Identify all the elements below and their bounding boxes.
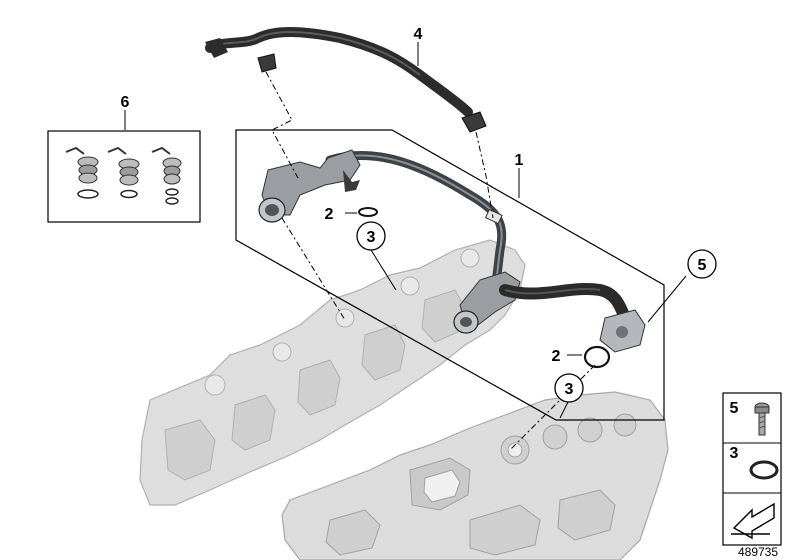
- callout-3-lower: 3: [565, 381, 574, 398]
- screw-icon: [754, 402, 770, 436]
- diagram-number: 489735: [738, 545, 778, 559]
- o-ring-gasket-large: [583, 345, 611, 369]
- callout-4: 4: [414, 26, 423, 43]
- clip-set-1: [65, 146, 99, 199]
- legend-label-5: 5: [730, 400, 739, 417]
- callout-2-upper: 2: [325, 206, 334, 223]
- leader-lines: [124, 42, 687, 451]
- clip-set-2: [107, 146, 140, 199]
- callout-1: 1: [515, 152, 524, 169]
- crankcase-vent-assembly: [258, 149, 646, 353]
- callout-3-upper: 3: [367, 229, 376, 246]
- assembly-frame-outline: [235, 129, 665, 421]
- legend-label-3: 3: [730, 445, 739, 462]
- repair-kit-box: [47, 130, 201, 223]
- callout-5-circle: 5: [687, 249, 717, 279]
- breather-hose: [205, 27, 487, 133]
- callout-6: 6: [121, 94, 130, 111]
- callout-3-upper-circle: 3: [356, 221, 386, 251]
- callout-2-lower: 2: [552, 348, 561, 365]
- engine-block-illustration: [139, 239, 669, 560]
- callout-3-lower-circle: 3: [554, 373, 584, 403]
- clip-set-3: [151, 146, 182, 205]
- o-ring-gasket-small: [358, 207, 378, 217]
- o-ring-icon: [749, 460, 779, 480]
- parts-legend: 5 3: [722, 392, 782, 546]
- direction-arrow-icon: [731, 502, 775, 540]
- callout-5: 5: [698, 257, 707, 274]
